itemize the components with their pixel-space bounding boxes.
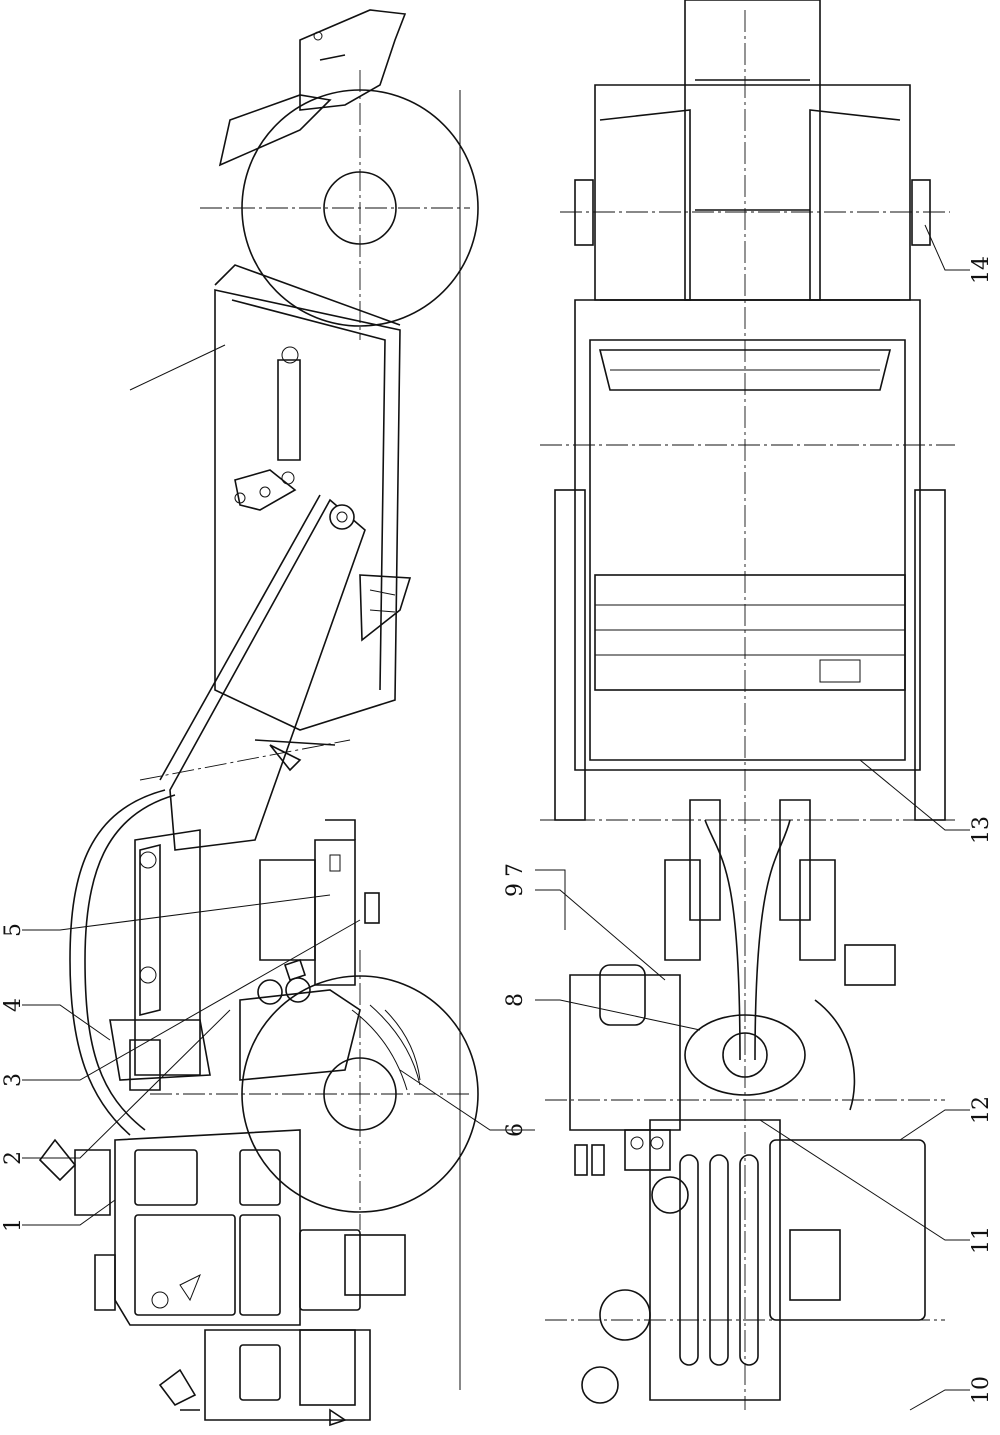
rear-push-block [218, 9, 407, 167]
part-label-8: 8 [503, 993, 528, 1007]
rear-wheel [200, 70, 479, 340]
operator-cab [38, 1129, 301, 1326]
part-label-10: 10 [969, 1376, 994, 1404]
part-label-5: 5 [1, 923, 26, 937]
hydraulic-hoses [69, 789, 176, 1136]
engine-hood [158, 1229, 406, 1427]
draft-yoke-plan [664, 799, 836, 1096]
front-wheel [150, 950, 479, 1230]
part-number-labels: 1 2 3 4 5 6 7 8 9 10 11 12 13 14 [1, 256, 994, 1404]
gooseneck-arm [139, 494, 366, 851]
part-label-7: 7 [503, 863, 528, 877]
bowl-plan [540, 299, 955, 821]
part-label-12: 12 [969, 1096, 994, 1124]
part-label-1: 1 [1, 1218, 26, 1232]
part-label-3: 3 [1, 1073, 26, 1087]
side-view [38, 9, 479, 1427]
rear-frame-plan [560, 0, 950, 301]
part-label-14: 14 [969, 256, 994, 284]
plan-view [540, 0, 955, 1410]
leader-lines [22, 224, 970, 1411]
part-label-6: 6 [503, 1123, 528, 1137]
tractor-plan [545, 944, 945, 1404]
hitch-assembly [109, 829, 211, 1091]
part-label-2: 2 [1, 1151, 26, 1165]
scraper-bowl [129, 264, 412, 731]
part-label-13: 13 [969, 816, 994, 844]
part-label-4: 4 [1, 998, 26, 1012]
part-label-11: 11 [969, 1226, 994, 1254]
part-label-9: 9 [503, 883, 528, 897]
front-frame-block [239, 819, 380, 1081]
